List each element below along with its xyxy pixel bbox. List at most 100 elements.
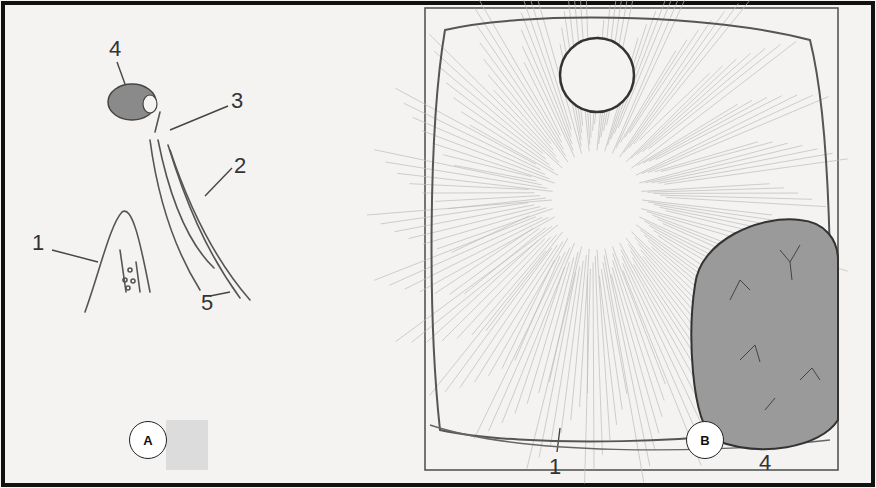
texture-stroke [374, 150, 541, 185]
texture-stroke [632, 257, 700, 364]
texture-stroke [484, 59, 551, 144]
grey-patch [166, 420, 208, 470]
texture-stroke [587, 275, 588, 393]
texture-stroke [652, 149, 818, 183]
radial-texture [367, 0, 848, 484]
texture-stroke [666, 197, 826, 206]
texture-stroke [631, 41, 796, 168]
texture-stroke [648, 188, 784, 192]
texture-stroke [642, 95, 813, 173]
texture-stroke [639, 143, 787, 183]
texture-stroke [381, 203, 528, 224]
texture-stroke [453, 98, 549, 165]
texture-stroke [442, 239, 545, 341]
texture-stroke [648, 44, 780, 149]
leader-lines [52, 62, 762, 452]
texture-stroke [395, 88, 536, 164]
panel-a-inner [143, 95, 157, 113]
texture-stroke [527, 247, 582, 469]
texture-stroke [461, 112, 554, 171]
texture-stroke [435, 228, 533, 293]
texture-stroke [646, 145, 803, 182]
texture-stroke [470, 125, 558, 175]
texture-stroke [475, 242, 563, 383]
texture-stroke [488, 75, 553, 150]
panel-letter-circle: A [129, 421, 167, 459]
texture-stroke [440, 67, 543, 153]
texture-stroke [477, 26, 566, 156]
texture-stroke [539, 272, 576, 457]
panel-letter: B [700, 433, 709, 448]
texture-stroke [624, 11, 724, 152]
texture-stroke [660, 195, 812, 199]
texture-stroke [605, 249, 650, 466]
texture-stroke [422, 131, 549, 179]
central-circle [560, 38, 634, 112]
callout-number: 4 [109, 38, 121, 60]
texture-stroke [561, 261, 583, 433]
texture-stroke [423, 208, 547, 244]
texture-stroke [502, 243, 575, 423]
texture-stroke [446, 83, 546, 160]
texture-stroke [593, 263, 595, 470]
texture-stroke [620, 20, 712, 157]
callout-number: 1 [32, 232, 44, 254]
texture-stroke [631, 59, 736, 158]
texture-stroke [386, 162, 548, 188]
callout-number: 2 [234, 155, 246, 177]
callout-number: 5 [201, 292, 213, 314]
texture-stroke [580, 249, 590, 407]
blob-veins [730, 245, 820, 410]
texture-stroke [452, 216, 530, 253]
texture-stroke [445, 248, 552, 392]
texture-stroke [639, 73, 709, 140]
callout-number: 3 [231, 90, 243, 112]
texture-stroke [664, 159, 847, 184]
texture-stroke [637, 53, 751, 155]
texture-stroke [515, 256, 560, 361]
texture-stroke [642, 48, 765, 152]
texture-stroke [429, 251, 545, 396]
texture-stroke [437, 209, 553, 249]
texture-stroke [395, 205, 535, 232]
texture-stroke [654, 193, 798, 194]
panel-b-blob [692, 219, 838, 449]
panel-letter: A [143, 433, 152, 448]
texture-stroke [625, 40, 687, 138]
texture-stroke [404, 103, 541, 169]
texture-stroke [649, 98, 766, 162]
panel-letter-circle: B [686, 421, 724, 459]
texture-stroke [474, 252, 565, 439]
texture-stroke [443, 155, 531, 177]
texture-stroke [374, 217, 536, 281]
texture-stroke [612, 247, 665, 385]
texture-stroke [539, 257, 574, 393]
texture-stroke [435, 196, 540, 202]
texture-stroke [611, 274, 655, 450]
texture-stroke [460, 245, 557, 388]
texture-stroke [648, 97, 828, 173]
texture-stroke [457, 237, 551, 339]
texture-stroke [603, 262, 627, 394]
texture-stroke [597, 250, 610, 441]
texture-stroke [429, 34, 559, 162]
texture-stroke [409, 207, 541, 239]
texture-stroke [599, 276, 616, 425]
outer-frame [3, 3, 873, 485]
texture-stroke [658, 153, 833, 183]
texture-stroke [427, 240, 539, 342]
panel-a-sketch [85, 112, 250, 312]
texture-stroke [395, 226, 552, 341]
callout-number: 1 [549, 456, 561, 478]
texture-stroke [389, 217, 542, 285]
texture-stroke [595, 256, 602, 455]
texture-stroke [613, 253, 664, 400]
texture-stroke [643, 100, 752, 163]
texture-stroke [601, 269, 622, 409]
texture-stroke [655, 142, 758, 172]
panel-a-oval [108, 84, 156, 120]
panel-b-frame [425, 8, 838, 470]
texture-stroke [493, 90, 556, 156]
